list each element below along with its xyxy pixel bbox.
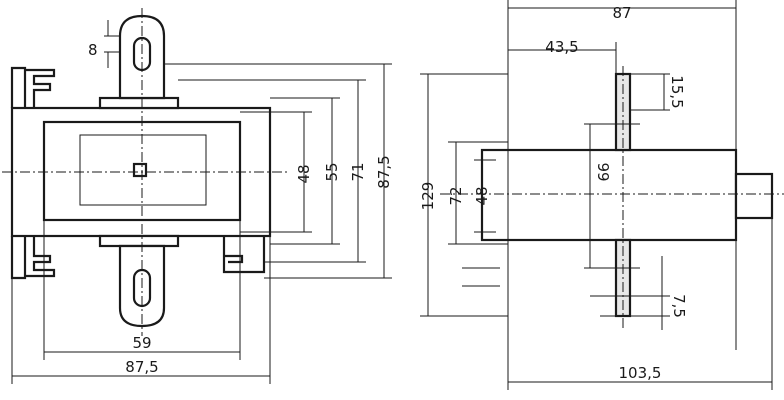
left-mounting-clips xyxy=(10,66,56,280)
dim-tab-bottom: 7,5 xyxy=(670,294,688,318)
front-view: 8 48 55 71 87,5 59 87,5 xyxy=(2,8,393,384)
dim-terminal-width: 8 xyxy=(88,41,98,59)
dim-tab-span: 99 xyxy=(594,162,612,181)
bottom-terminal xyxy=(98,234,180,328)
side-connector xyxy=(734,172,774,220)
dim-body-height: 72 xyxy=(447,186,465,205)
dim-window-height: 48 xyxy=(473,186,491,205)
dim-height-48: 48 xyxy=(295,164,313,183)
right-mounting-clip xyxy=(222,236,266,274)
transformer-window xyxy=(79,134,207,206)
dim-height-71: 71 xyxy=(349,162,367,181)
dim-mount-width: 59 xyxy=(132,334,151,352)
dim-overall-width: 87,5 xyxy=(125,358,158,376)
side-view: 87 43,5 15,5 99 129 72 48 xyxy=(419,0,784,390)
dim-overall-height: 129 xyxy=(419,182,437,211)
dim-overall-depth: 87 xyxy=(612,4,631,22)
dim-tab-offset: 43,5 xyxy=(545,38,578,56)
center-marker xyxy=(132,162,148,178)
dim-tab-top: 15,5 xyxy=(668,75,686,108)
dim-height-55: 55 xyxy=(323,162,341,181)
side-body xyxy=(480,148,738,242)
dim-total-depth: 103,5 xyxy=(619,364,662,382)
top-terminal xyxy=(98,14,180,110)
dim-height-87-5: 87,5 xyxy=(375,155,393,188)
